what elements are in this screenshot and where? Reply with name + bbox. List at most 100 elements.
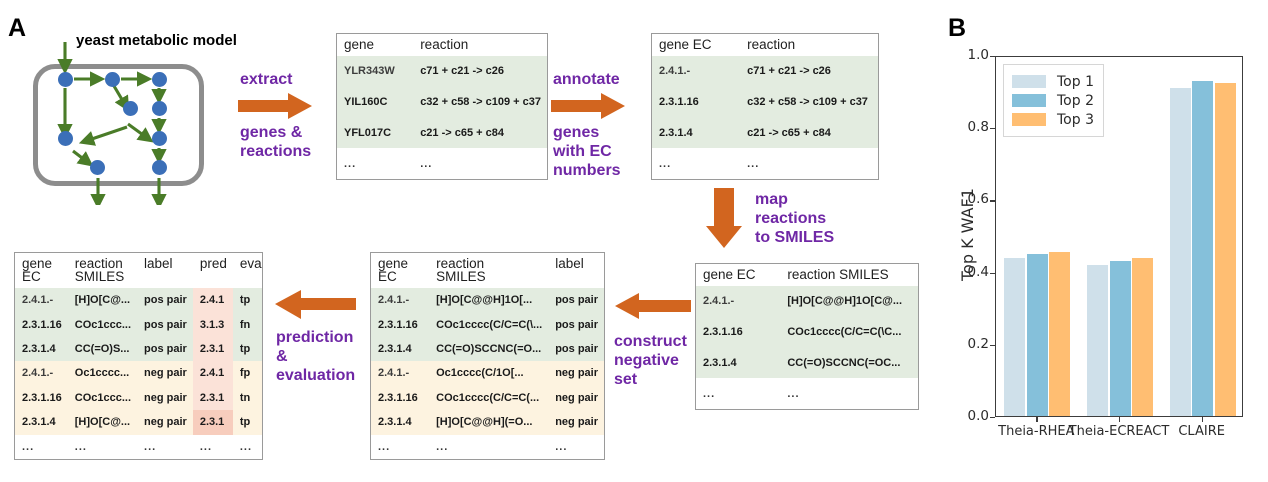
cell-ellipsis: ... — [740, 148, 878, 179]
cell-smiles: CC(=O)S... — [67, 336, 138, 362]
table-header-row: gene EC reaction SMILES label — [371, 253, 604, 288]
cell-eval: tp — [232, 410, 262, 435]
legend-label: Top 3 — [1057, 111, 1094, 128]
cell-reaction: c71 + c21 -> c26 — [740, 56, 878, 87]
cell-reaction: c21 -> c65 + c84 — [740, 117, 878, 149]
cell-label: neg pair — [548, 361, 604, 386]
cell-gene-ec: 2.4.1.- — [652, 56, 741, 87]
cell-gene-ec: 2.3.1.4 — [15, 410, 68, 435]
col-header-gene-ec: gene EC — [371, 253, 430, 288]
cell-reaction: c32 + c58 -> c109 + c37 — [740, 86, 878, 118]
cell-ellipsis: ... — [337, 148, 414, 179]
step-label-annotate-sub: genes with EC numbers — [553, 124, 621, 179]
cell-ellipsis: ... — [232, 434, 262, 459]
cell-pred: 2.3.1 — [192, 385, 233, 411]
chart-bar — [1049, 251, 1071, 416]
chart-bar — [1087, 265, 1108, 416]
col-header-gene-ec: gene EC — [652, 34, 741, 56]
cell-gene: YFL017C — [337, 117, 414, 149]
metabolite-node — [152, 131, 167, 146]
chart-bar — [1004, 257, 1026, 416]
cell-smiles: Oc1cccc... — [67, 361, 138, 386]
table-row: 2.3.1.16 COc1cccc(C/C=C(\C... — [696, 316, 918, 348]
x-tick-label: Theia-RHEA — [998, 424, 1075, 439]
cell-label: neg pair — [137, 410, 193, 435]
cell-gene: YLR343W — [337, 56, 414, 87]
cell-gene-ec: 2.3.1.16 — [15, 312, 68, 337]
cell-smiles: [H]O[C@... — [67, 288, 138, 313]
cell-smiles: [H]O[C@@H]1O[... — [429, 288, 549, 313]
legend-swatch — [1012, 75, 1046, 88]
table-row: 2.4.1.- [H]O[C@... pos pair 2.4.1 tp — [15, 288, 262, 313]
table-row: 2.3.1.4 [H]O[C@... neg pair 2.3.1 tp — [15, 410, 262, 435]
panel-b-letter: B — [948, 14, 967, 42]
table-ec-smiles: gene EC reaction SMILES 2.4.1.- [H]O[C@@… — [695, 263, 919, 410]
legend-item[interactable]: Top 1 — [1012, 72, 1094, 91]
cell-gene-ec: 2.3.1.16 — [371, 385, 430, 411]
step-label-map: map reactions to SMILES — [755, 191, 835, 246]
chart-bar — [1109, 261, 1131, 416]
step-label-prediction: prediction & evaluation — [276, 329, 356, 384]
cell-gene-ec: 2.4.1.- — [371, 288, 430, 313]
table-row: 2.3.1.4 CC(=O)S... pos pair 2.3.1 tp — [15, 336, 262, 362]
cell-ellipsis: ... — [780, 378, 918, 409]
cell-smiles: Oc1cccc(C/1O[... — [429, 361, 549, 386]
metabolite-node — [152, 72, 167, 87]
table-row: 2.3.1.16 COc1ccc... pos pair 3.1.3 fn — [15, 312, 262, 337]
cell-gene-ec: 2.3.1.4 — [15, 336, 68, 362]
col-header-reaction: reaction — [413, 34, 547, 56]
panel-a-letter: A — [8, 14, 27, 42]
step-label-annotate: annotate — [553, 71, 620, 88]
cell-smiles: COc1cccc(C/C=C(\... — [429, 312, 549, 337]
table-header-row: gene EC reaction SMILES — [696, 264, 918, 286]
table-row: 2.4.1.- Oc1cccc... neg pair 2.4.1 fp — [15, 361, 262, 386]
cell-smiles: [H]O[C@@H]1O[C@... — [780, 286, 918, 317]
chart-bar — [1132, 257, 1153, 416]
cell-smiles: CC(=O)SCCNC(=OC... — [780, 347, 918, 379]
cell-smiles: COc1ccc... — [67, 312, 138, 337]
table-row: 2.3.1.4 CC(=O)SCCNC(=O... pos pair — [371, 336, 604, 362]
table-evaluation: gene EC reaction SMILES label pred eval … — [14, 252, 263, 460]
metabolic-network-graph — [57, 42, 167, 205]
y-tick-label: 0.6 — [967, 191, 989, 208]
step-label-extract: extract — [240, 71, 293, 88]
chart-bar — [1214, 82, 1236, 416]
cell-pred: 2.4.1 — [192, 361, 233, 386]
cell-ellipsis: ... — [413, 148, 547, 179]
y-tick-label: 0.4 — [967, 263, 989, 280]
table-header-row: gene EC reaction — [652, 34, 878, 56]
table-row: 2.3.1.16 c32 + c58 -> c109 + c37 — [652, 86, 878, 118]
cell-gene-ec: 2.4.1.- — [696, 286, 781, 317]
cell-gene-ec: 2.3.1.16 — [15, 385, 68, 411]
y-tick-mark — [990, 344, 995, 347]
x-tick-mark — [1119, 417, 1121, 422]
cell-gene-ec: 2.3.1.16 — [371, 312, 430, 337]
chart-bar — [1169, 87, 1191, 416]
cell-label: pos pair — [137, 312, 193, 337]
cell-label: pos pair — [548, 312, 604, 337]
col-header-reaction-smiles: reaction SMILES — [67, 253, 138, 288]
metabolite-node — [58, 131, 73, 146]
cell-eval: tp — [232, 336, 262, 362]
cell-label: pos pair — [137, 336, 193, 362]
col-header-pred: pred — [192, 253, 233, 288]
cell-pred: 2.3.1 — [192, 410, 233, 435]
cell-pred: 2.4.1 — [192, 288, 233, 313]
cell-label: neg pair — [548, 410, 604, 435]
cell-gene-ec: 2.3.1.4 — [371, 336, 430, 362]
cell-eval: fn — [232, 312, 262, 337]
table-row-ellipsis: ... ... — [696, 378, 918, 409]
arrow-down-map-icon — [706, 188, 742, 248]
cell-gene-ec: 2.3.1.16 — [696, 316, 781, 348]
table-row: 2.3.1.4 [H]O[C@@H](=O... neg pair — [371, 410, 604, 435]
cell-ellipsis: ... — [652, 148, 741, 179]
cell-gene-ec: 2.4.1.- — [371, 361, 430, 386]
cell-ellipsis: ... — [192, 434, 233, 459]
cell-eval: tp — [232, 288, 262, 313]
table-row: 2.4.1.- Oc1cccc(C/1O[... neg pair — [371, 361, 604, 386]
table-row: 2.4.1.- [H]O[C@@H]1O[... pos pair — [371, 288, 604, 313]
legend-label: Top 1 — [1057, 73, 1094, 90]
legend-item[interactable]: Top 3 — [1012, 110, 1094, 129]
legend-item[interactable]: Top 2 — [1012, 91, 1094, 110]
table-row-ellipsis: ... ... ... — [371, 434, 604, 459]
